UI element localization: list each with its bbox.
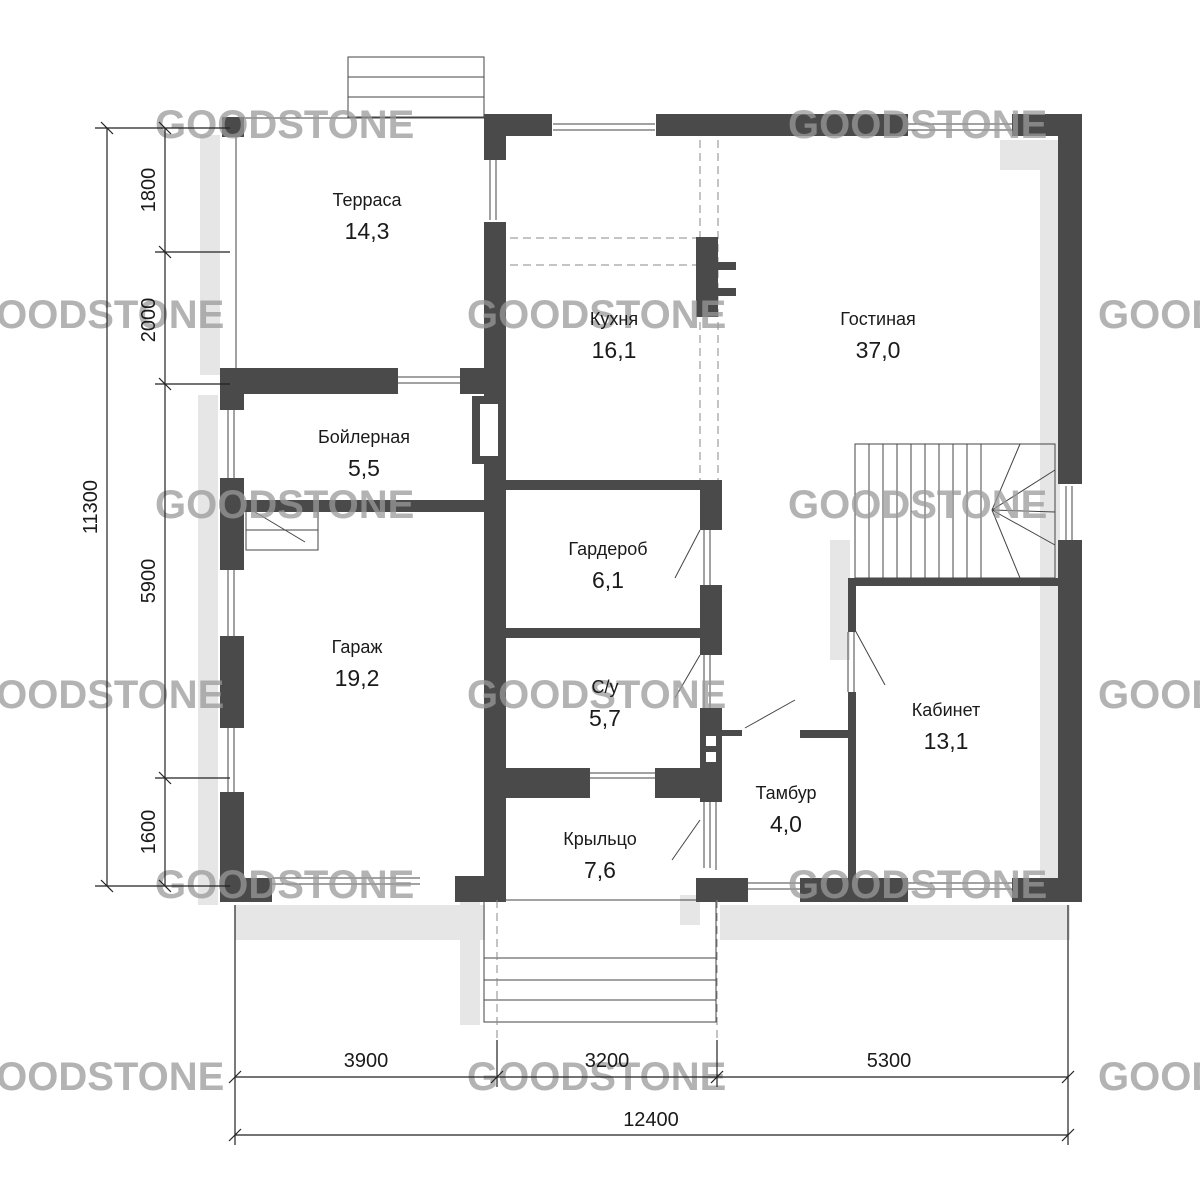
- outlines-layer: [227, 56, 1073, 1023]
- dimension-labels: 1800 2000 5900 1600 11300 3900 3200 5300…: [80, 168, 911, 1131]
- room-area: 37,0: [856, 337, 901, 363]
- watermark: GOODSTONE: [788, 103, 1047, 147]
- room-name: Крыльцо: [563, 829, 636, 849]
- dimension-left-total: 11300: [80, 480, 102, 534]
- watermark: GOODSTONE: [155, 483, 414, 527]
- dimension-left-3: 5900: [138, 559, 160, 604]
- dimension-bottom-3: 5300: [867, 1050, 912, 1072]
- room-area: 13,1: [924, 728, 969, 754]
- walls-layer: [220, 114, 1082, 902]
- room-name: Кабинет: [912, 700, 980, 720]
- watermark: GOODSTONE: [1098, 1055, 1200, 1099]
- watermark: GOODSTONE: [1098, 293, 1200, 337]
- room-name: С/у: [592, 677, 619, 697]
- room-name: Гардероб: [568, 539, 647, 559]
- watermark: GOODSTONE: [155, 863, 414, 907]
- dimension-left-1: 1800: [138, 168, 160, 213]
- watermark: GOODSTONE: [788, 863, 1047, 907]
- room-name: Гараж: [332, 637, 383, 657]
- room-name: Гостиная: [840, 309, 916, 329]
- watermarks: GOODSTONE GOODSTONE GOODSTONE GOODSTONE …: [0, 103, 1200, 1099]
- room-area: 16,1: [592, 337, 637, 363]
- room-area: 6,1: [592, 567, 624, 593]
- dimension-left-2: 2000: [138, 298, 160, 343]
- room-labels: Терраса 14,3 Кухня 16,1 Гостиная 37,0 Бо…: [318, 190, 980, 883]
- watermark: GOODSTONE: [155, 103, 414, 147]
- watermark: GOODSTONE: [0, 293, 224, 337]
- dimension-bottom-1: 3900: [344, 1050, 389, 1072]
- dimension-lines: [95, 121, 1075, 1145]
- room-area: 19,2: [335, 665, 380, 691]
- room-name: Бойлерная: [318, 427, 410, 447]
- room-area: 14,3: [345, 218, 390, 244]
- watermark: GOODSTONE: [467, 673, 726, 717]
- watermark: GOODSTONE: [788, 483, 1047, 527]
- watermark: GOODSTONE: [1098, 673, 1200, 717]
- dimension-left-4: 1600: [138, 810, 160, 855]
- room-area: 5,7: [589, 705, 621, 731]
- wall-shadow-layer: [198, 135, 1070, 1025]
- watermark: GOODSTONE: [467, 293, 726, 337]
- watermark: GOODSTONE: [0, 673, 224, 717]
- room-name: Тамбур: [755, 783, 816, 803]
- dimension-bottom-total: 12400: [623, 1109, 679, 1131]
- room-area: 4,0: [770, 811, 802, 837]
- watermark: GOODSTONE: [0, 1055, 224, 1099]
- dimension-bottom-2: 3200: [585, 1050, 630, 1072]
- room-area: 5,5: [348, 455, 380, 481]
- room-name: Терраса: [332, 190, 402, 210]
- room-area: 7,6: [584, 857, 616, 883]
- room-name: Кухня: [590, 309, 638, 329]
